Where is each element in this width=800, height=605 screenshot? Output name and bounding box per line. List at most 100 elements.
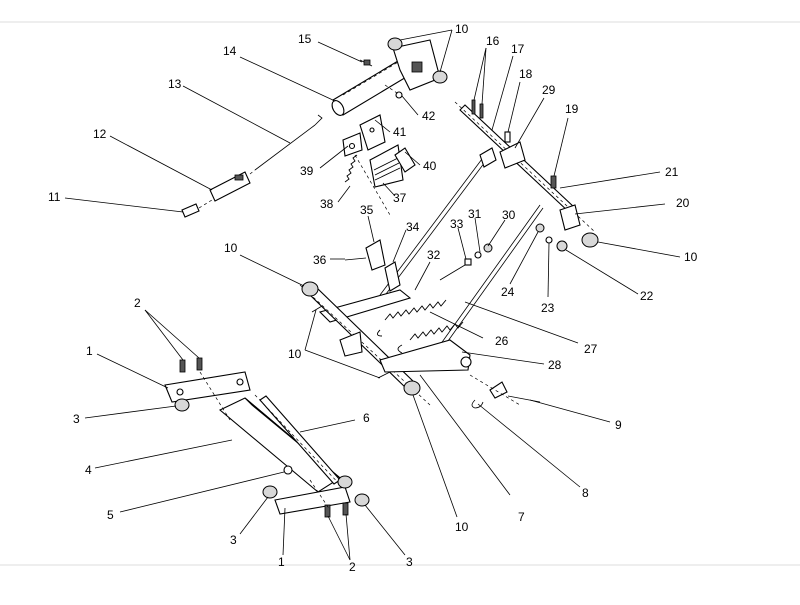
leader-42 xyxy=(401,95,419,116)
callout-labels: 10 15 14 13 12 11 42 41 39 40 37 38 16 1… xyxy=(48,22,698,574)
right-shaft-group xyxy=(379,99,599,349)
part-33-nut xyxy=(464,258,472,266)
part-28-arm-hole xyxy=(460,356,472,368)
part-37-sector-plate xyxy=(369,144,404,188)
part-1-plate-lower xyxy=(274,486,351,515)
callout-2-lower: 2 xyxy=(349,560,356,574)
leader-35 xyxy=(367,215,375,243)
callout-10-right: 10 xyxy=(684,250,698,264)
callout-28: 28 xyxy=(548,358,562,372)
leader-32 xyxy=(414,261,431,291)
part-8-cotter xyxy=(471,399,484,409)
leader-11-a xyxy=(304,309,317,351)
part-3-nut-lower-c xyxy=(354,493,370,507)
leader-27 xyxy=(464,301,579,344)
leader-10-lower xyxy=(412,394,458,518)
callout-7: 7 xyxy=(518,510,525,524)
leader-12 xyxy=(64,197,184,213)
callout-20: 19 xyxy=(565,102,579,116)
callout-37: 37 xyxy=(393,191,407,205)
part-39-pivot xyxy=(348,142,356,150)
callout-23: 22 xyxy=(640,289,654,303)
part-17-pin-b xyxy=(479,103,484,119)
callout-29: 29 xyxy=(542,83,556,97)
mount-dash-b xyxy=(309,479,331,511)
callout-3-lower-left: 3 xyxy=(230,533,237,547)
leader-30 xyxy=(487,219,506,247)
leader-1-upper xyxy=(96,353,169,389)
callout-35: 35 xyxy=(360,203,374,217)
callout-18: 17 xyxy=(511,42,525,56)
leader-38 xyxy=(337,185,351,203)
part-26-spring-hook xyxy=(397,344,403,354)
leader-3-lower-a xyxy=(239,496,269,535)
part-30-nut xyxy=(483,243,493,253)
leader-6 xyxy=(299,419,356,433)
leader-10-mid xyxy=(239,254,305,287)
part-17-pin-a xyxy=(471,99,476,115)
callout-10-mid: 10 xyxy=(224,241,238,255)
callout-32: 32 xyxy=(427,248,441,262)
part-12-cap xyxy=(181,203,200,218)
part-10-bushing-mid xyxy=(301,281,319,297)
part-26-spring xyxy=(409,321,464,341)
leader-19 xyxy=(507,81,521,133)
part-2-bolt-upper-a xyxy=(179,359,186,373)
part-35-bracket xyxy=(365,239,386,271)
rod-upper-clevis xyxy=(479,147,497,168)
part-34-link xyxy=(384,261,401,292)
part-1-plate-upper xyxy=(164,371,251,403)
leader-2-lower-a xyxy=(327,515,351,561)
leader-25 xyxy=(509,231,539,285)
leader-5 xyxy=(119,471,285,513)
leader-14 xyxy=(182,85,291,144)
part-15-center-dash xyxy=(342,57,406,96)
leader-2-upper-a xyxy=(144,309,184,361)
callout-41: 41 xyxy=(393,125,407,139)
part-18-centerline xyxy=(454,101,596,233)
center-spring-group xyxy=(344,239,493,354)
callout-10-lower: 10 xyxy=(455,520,469,534)
part-32-spring xyxy=(384,299,447,321)
leader-40 xyxy=(404,151,421,166)
part-19-bolt xyxy=(504,131,511,143)
leader-4 xyxy=(94,439,233,469)
part-8-clevis xyxy=(489,381,508,399)
part-11-pin-b xyxy=(377,371,391,379)
callout-25: 24 xyxy=(501,285,515,299)
part-15-tube-end xyxy=(331,100,345,116)
part-1-hole-a xyxy=(176,388,184,396)
leader-17-b xyxy=(481,47,487,105)
leader-22 xyxy=(559,171,661,189)
part-20-fitting xyxy=(550,175,557,189)
part-41-hole xyxy=(369,127,375,133)
callout-16: 15 xyxy=(298,32,312,46)
leader-18 xyxy=(491,55,514,131)
callout-14: 13 xyxy=(168,77,182,91)
leader-33 xyxy=(457,227,467,260)
cable-14-group xyxy=(249,114,323,175)
part-10-bushing-lower xyxy=(403,380,421,396)
leader-21 xyxy=(574,203,666,215)
leader-2-upper-b xyxy=(144,309,200,359)
callout-10-top: 10 xyxy=(455,22,469,36)
part-32-spring-hook xyxy=(377,329,383,337)
mount-bracket-group xyxy=(164,357,370,518)
callout-4: 4 xyxy=(85,463,92,477)
upper-bracket-slot xyxy=(411,61,423,73)
part-10-bushing-top-a xyxy=(387,37,403,51)
leader-lines xyxy=(64,29,681,561)
part-14-cable-end xyxy=(314,114,323,126)
part-11-pin-a xyxy=(311,305,323,313)
callout-26: 26 xyxy=(495,334,509,348)
lower-shaft-group xyxy=(299,281,541,409)
part-9-dash xyxy=(469,374,521,406)
leader-29 xyxy=(514,97,545,149)
part-3-nut-upper xyxy=(174,398,190,412)
part-6-centerline xyxy=(254,394,346,491)
part-16-screw-head xyxy=(363,59,371,66)
leader-10-top-a xyxy=(399,29,453,41)
leader-24 xyxy=(547,242,550,298)
leader-34 xyxy=(392,229,407,263)
callout-1-upper: 1 xyxy=(86,344,93,358)
